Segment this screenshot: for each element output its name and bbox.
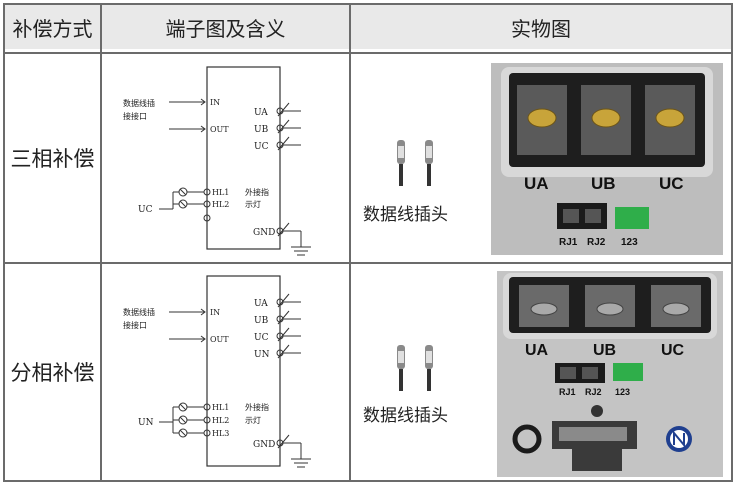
row-divider bbox=[3, 262, 733, 264]
label-hl1: HL1 bbox=[212, 403, 229, 412]
plug-caption-2: 数据线插头 bbox=[363, 406, 448, 426]
label-gnd: GND bbox=[253, 228, 275, 238]
photo-label-uc: UC bbox=[659, 174, 684, 193]
table-border-top bbox=[3, 3, 733, 5]
photo-label-rj1: RJ1 bbox=[559, 237, 578, 248]
device-photo-three-phase: UA UB UC RJ1 RJ2 123 bbox=[491, 63, 723, 255]
plug-caption-1: 数据线插头 bbox=[363, 205, 448, 225]
data-plug-icon bbox=[425, 345, 433, 391]
label-hl2: HL2 bbox=[212, 200, 229, 209]
label-out: OUT bbox=[210, 125, 229, 134]
plug-icon-group-2 bbox=[397, 345, 433, 391]
label-data-line-2: 接接口 bbox=[123, 320, 147, 330]
label-gnd: GND bbox=[253, 440, 275, 450]
photo-label-rj2: RJ2 bbox=[585, 387, 602, 397]
label-in: IN bbox=[210, 308, 220, 317]
photo-label-123: 123 bbox=[621, 237, 638, 248]
label-data-line: 数据线插 bbox=[123, 307, 155, 317]
photo-label-ub: UB bbox=[591, 174, 616, 193]
label-hl1: HL1 bbox=[212, 188, 229, 197]
terminal-diagram-three-phase: 数据线插 接接口 IN OUT UA UB UC HL1 HL2 外接指 示灯 … bbox=[123, 66, 311, 256]
label-data-line-2: 接接口 bbox=[123, 111, 147, 121]
photo-label-ua: UA bbox=[525, 342, 549, 359]
label-ext1: 外接指 bbox=[245, 402, 269, 412]
table-border-left bbox=[3, 3, 5, 482]
header-photo: 实物图 bbox=[351, 5, 731, 49]
label-uc: UC bbox=[254, 333, 269, 343]
n-logo-icon bbox=[666, 426, 692, 452]
terminal-table: 补偿方式 端子图及含义 实物图 三相补偿 分相补偿 数据线插 接接口 IN OU… bbox=[3, 3, 733, 482]
terminal-diagram-split-phase: 数据线插 接接口 IN OUT UA UB UC UN HL1 HL2 HL3 bbox=[123, 275, 311, 468]
photo-label-123: 123 bbox=[615, 387, 630, 397]
mode-split-phase: 分相补偿 bbox=[10, 361, 95, 385]
table-border-right bbox=[731, 3, 733, 482]
label-out: OUT bbox=[210, 335, 229, 344]
data-plug-icon bbox=[425, 140, 433, 186]
label-hl3: HL3 bbox=[212, 429, 229, 438]
label-ua: UA bbox=[254, 108, 268, 118]
label-ext2: 示灯 bbox=[245, 199, 261, 209]
label-uc: UC bbox=[254, 142, 269, 152]
label-ext2: 示灯 bbox=[245, 415, 261, 425]
data-plug-icon bbox=[397, 345, 405, 391]
label-hl2: HL2 bbox=[212, 416, 229, 425]
data-plug-icon bbox=[397, 140, 405, 186]
plug-icon-group-1 bbox=[397, 140, 433, 186]
device-photo-split-phase: UA UB UC RJ1 RJ2 123 bbox=[497, 271, 723, 477]
label-un-input: UN bbox=[138, 418, 154, 428]
label-ub: UB bbox=[254, 125, 269, 135]
latch-mechanism bbox=[512, 405, 637, 471]
col-divider-2 bbox=[349, 3, 351, 482]
photo-label-ub: UB bbox=[593, 342, 616, 359]
label-uc-input: UC bbox=[138, 205, 153, 215]
header-mode: 补偿方式 bbox=[5, 5, 100, 49]
header-divider bbox=[3, 52, 733, 54]
label-in: IN bbox=[210, 98, 220, 107]
photo-label-rj1: RJ1 bbox=[559, 387, 576, 397]
photo-label-uc: UC bbox=[661, 342, 685, 359]
label-ub: UB bbox=[254, 316, 269, 326]
col-divider-1 bbox=[100, 3, 102, 482]
photo-label-ua: UA bbox=[524, 174, 549, 193]
label-ua: UA bbox=[254, 299, 268, 309]
mode-three-phase: 三相补偿 bbox=[10, 147, 95, 171]
photo-label-rj2: RJ2 bbox=[587, 237, 606, 248]
label-ext1: 外接指 bbox=[245, 187, 269, 197]
label-data-line: 数据线插 bbox=[123, 98, 155, 108]
label-un: UN bbox=[254, 350, 270, 360]
table-border-bottom bbox=[3, 480, 733, 482]
header-terminal-diagram: 端子图及含义 bbox=[102, 5, 349, 49]
